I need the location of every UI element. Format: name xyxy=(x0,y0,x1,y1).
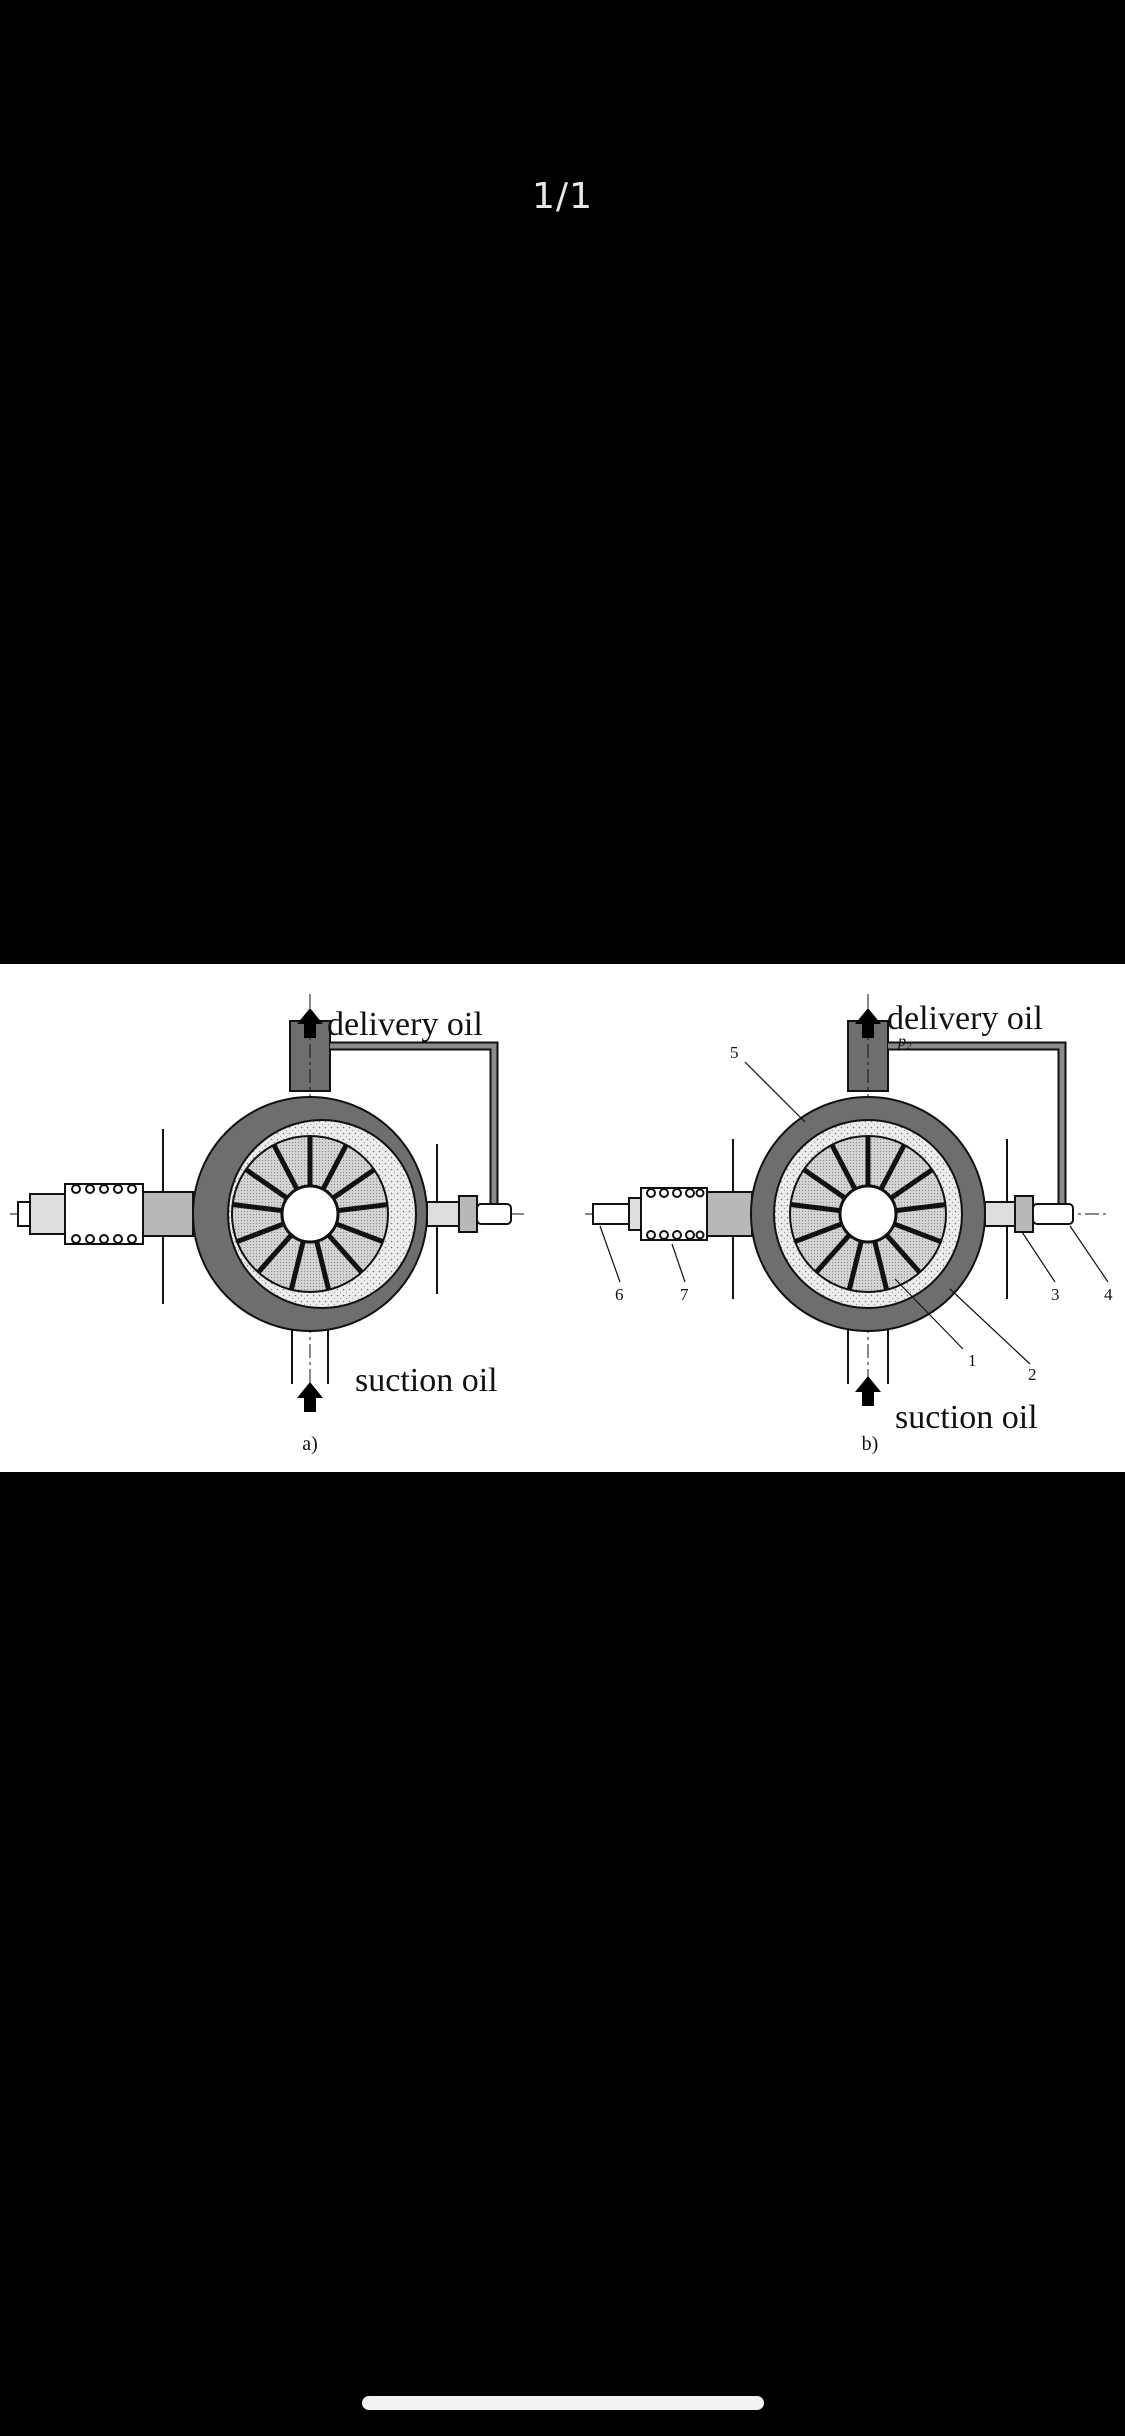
caption-b: b) xyxy=(862,1433,879,1455)
label-suction-oil-a: suction oil xyxy=(355,1362,498,1399)
pump-figure-image: delivery oil suction oil a) xyxy=(0,964,1125,1472)
callout-1: 1 xyxy=(968,1351,977,1370)
callout-5: 5 xyxy=(730,1043,739,1062)
label-pressure-p2: p₂ xyxy=(897,1033,912,1050)
label-delivery-oil-b: delivery oil xyxy=(887,1000,1043,1037)
callout-6: 6 xyxy=(615,1285,624,1304)
callout-2: 2 xyxy=(1028,1365,1037,1384)
home-indicator[interactable] xyxy=(362,2396,764,2410)
caption-a: a) xyxy=(302,1433,318,1455)
pump-diagram-b: 1 2 3 4 5 6 7 delivery oil p₂ suction oi… xyxy=(585,994,1113,1455)
callout-4: 4 xyxy=(1104,1285,1113,1304)
label-suction-oil-b: suction oil xyxy=(895,1399,1038,1436)
callout-7: 7 xyxy=(680,1285,689,1304)
pump-diagram-a: delivery oil suction oil a) xyxy=(10,994,525,1455)
page-counter: 1/1 xyxy=(532,176,593,217)
label-delivery-oil-a: delivery oil xyxy=(327,1006,483,1043)
callout-3: 3 xyxy=(1051,1285,1060,1304)
